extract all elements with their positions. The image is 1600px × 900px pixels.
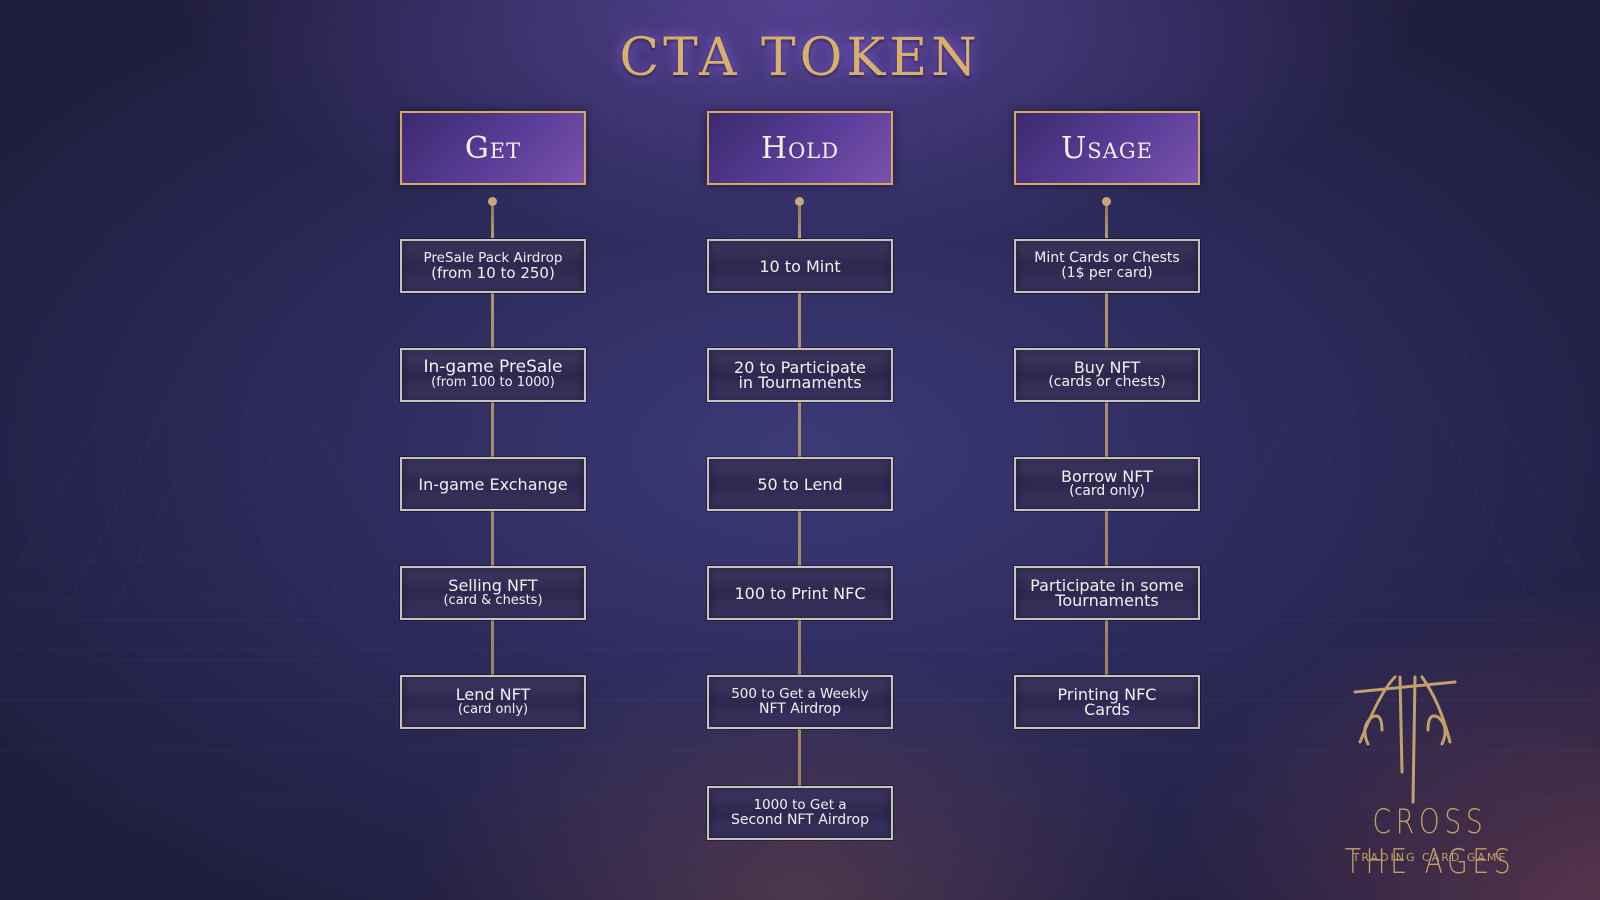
flow-item: 500 to Get a Weekly NFT Airdrop [707, 675, 893, 729]
flow-item-line1: Borrow NFT [1061, 467, 1153, 486]
flow-item-line2: Second NFT Airdrop [730, 812, 870, 828]
flow-item-line2: NFT Airdrop [758, 701, 842, 717]
flow-item-line2: in Tournaments [738, 373, 862, 392]
flow-item: 100 to Print NFC [707, 566, 893, 620]
flow-item-line1: PreSale Pack Airdrop [423, 250, 563, 266]
flow-item: 20 to Participate in Tournaments [707, 348, 893, 402]
flow-item-line2: (1$ per card) [1061, 265, 1153, 281]
flow-item: In-game PreSale (from 100 to 1000) [400, 348, 586, 402]
flow-item: Printing NFC Cards [1014, 675, 1200, 729]
flow-item-line1: 10 to Mint [759, 256, 841, 276]
flow-item-line1: Lend NFT [455, 685, 531, 704]
flow-item: 1000 to Get a Second NFT Airdrop [707, 786, 893, 840]
column-heading-usage: Usage [1014, 111, 1200, 185]
cross-the-ages-logo-icon [1353, 675, 1457, 804]
flow-item-line2: (card only) [457, 702, 529, 717]
logo-tagline: TRADING CARD GAME [1352, 851, 1508, 864]
flow-item: In-game Exchange [400, 457, 586, 511]
flow-item: Selling NFT (card & chests) [400, 566, 586, 620]
flow-item-line2: (card only) [1069, 483, 1145, 499]
connector-dot [795, 197, 804, 238]
flow-item-line1: Printing NFC [1057, 685, 1157, 704]
logo-wordmark: CROSS THE AGES [1344, 802, 1516, 882]
flow-item-line2: (from 100 to 1000) [431, 375, 555, 390]
column-heading-get: Get [400, 111, 586, 185]
flow-item: 50 to Lend [707, 457, 893, 511]
column-get: Get PreSale Pack Airdrop (from 10 to 250… [400, 111, 586, 729]
flow-item-line1: Mint Cards or Chests [1034, 250, 1180, 266]
connector-line [798, 287, 801, 791]
flow-item-line1: In-game Exchange [418, 474, 568, 494]
flow-item-line1: 20 to Participate [734, 358, 866, 377]
flow-item-line1: 1000 to Get a [753, 797, 847, 813]
flow-item: Mint Cards or Chests (1$ per card) [1014, 239, 1200, 293]
flow-item: Lend NFT (card only) [400, 675, 586, 729]
flow-item-line1: Selling NFT [448, 576, 538, 595]
flow-item: PreSale Pack Airdrop (from 10 to 250) [400, 239, 586, 293]
flow-item-line1: In-game PreSale [423, 357, 563, 377]
flow-item-line1: Buy NFT [1073, 358, 1141, 377]
flow-item-line2: (card & chests) [443, 593, 543, 608]
flow-item: 10 to Mint [707, 239, 893, 293]
column-hold: Hold 10 to Mint 20 to Participate in Tou… [707, 111, 893, 840]
flow-item: Borrow NFT (card only) [1014, 457, 1200, 511]
flow-item-line2: Tournaments [1055, 591, 1159, 610]
connector-dot [488, 197, 497, 238]
flow-item-line2: Cards [1084, 700, 1130, 719]
column-usage: Usage Mint Cards or Chests (1$ per card)… [1014, 111, 1200, 729]
flow-item-line1: 500 to Get a Weekly [731, 686, 869, 702]
flow-item-line2: (from 10 to 250) [431, 264, 555, 282]
flow-item: Buy NFT (cards or chests) [1014, 348, 1200, 402]
flow-item-line2: (cards or chests) [1048, 374, 1166, 390]
flow-item-line1: 50 to Lend [757, 474, 843, 494]
page-title: CTA TOKEN [619, 28, 981, 88]
connector-dot [1102, 197, 1111, 238]
column-heading-hold: Hold [707, 111, 893, 185]
flow-item-line1: 100 to Print NFC [734, 583, 866, 603]
flow-item: Participate in some Tournaments [1014, 566, 1200, 620]
flow-item-line1: Participate in some [1030, 576, 1184, 595]
